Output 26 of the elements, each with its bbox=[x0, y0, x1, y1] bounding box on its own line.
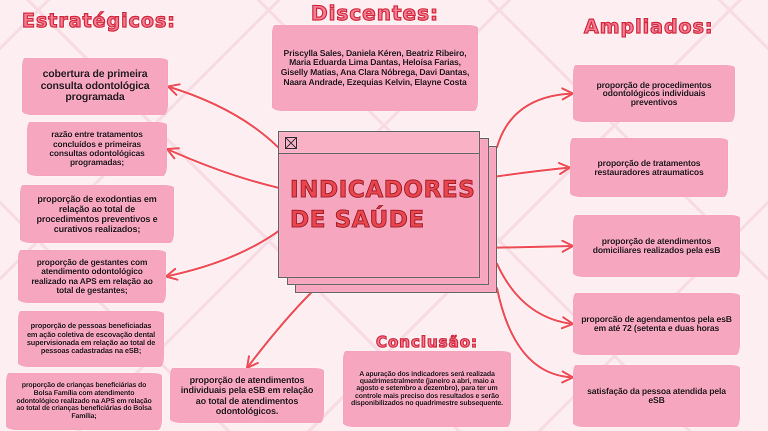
curved-arrow bbox=[496, 162, 571, 178]
stacked-windows bbox=[278, 131, 497, 293]
indicator-card: proporção de exodontias em relação ao total de procedimentos preventivos e curativos realizados; bbox=[20, 185, 174, 243]
indicator-card: cobertura de primeira consulta odontológica programada bbox=[22, 58, 168, 115]
column-heading: Ampliados: bbox=[584, 16, 714, 39]
curved-arrow bbox=[165, 230, 279, 281]
curved-arrow bbox=[496, 262, 574, 329]
section-heading: Discentes: bbox=[310, 1, 440, 25]
text-card: Priscylla Sales, Daniela Kéren, Beatriz Ribeiro, Maria Eduarda Lima Dantas, Heloísa Farias, Giselly Matias, Ana Clara Nóbrega, Davi Dantas, Naara Andrade, Ezequias Kelvin, Elayne Costa bbox=[272, 25, 478, 111]
indicator-card: proporção de procedimentos odontológicos individuais preventivos bbox=[573, 65, 735, 122]
indicator-card: proporção de gestantes com atendimento odontológico realizado na APS em relação ao total de gestantes; bbox=[18, 250, 166, 303]
indicator-card: satisfação da pessoa atendida pela eSB bbox=[573, 365, 740, 427]
indicator-card: proporção de tratamentos restauradores atraumaticos bbox=[570, 138, 728, 197]
section-heading: Conclusão: bbox=[376, 333, 478, 351]
curved-arrow bbox=[496, 287, 574, 383]
indicator-card: proporção de atendimentos domiciliares realizados pela esB bbox=[573, 215, 740, 277]
curved-arrow bbox=[166, 147, 279, 189]
indicator-card: proporcão de agendamentos pela esB em até 72 (setenta e duas horas bbox=[573, 293, 740, 355]
column-heading: Estratégicos: bbox=[22, 10, 176, 33]
main-title: INDICADORES DE SAÚDE bbox=[290, 176, 473, 235]
curved-arrow bbox=[246, 292, 312, 369]
curved-arrow bbox=[496, 88, 574, 148]
curved-arrow bbox=[167, 84, 279, 148]
curved-arrow bbox=[496, 240, 574, 253]
indicator-card: proporção de atendimentos individuais pela eSB em relação ao total de atendimentos odontológicos. bbox=[170, 368, 324, 423]
indicator-card: razão entre tratamentos concluídos e primeiras consultas odontológicas programadas; bbox=[27, 122, 167, 176]
